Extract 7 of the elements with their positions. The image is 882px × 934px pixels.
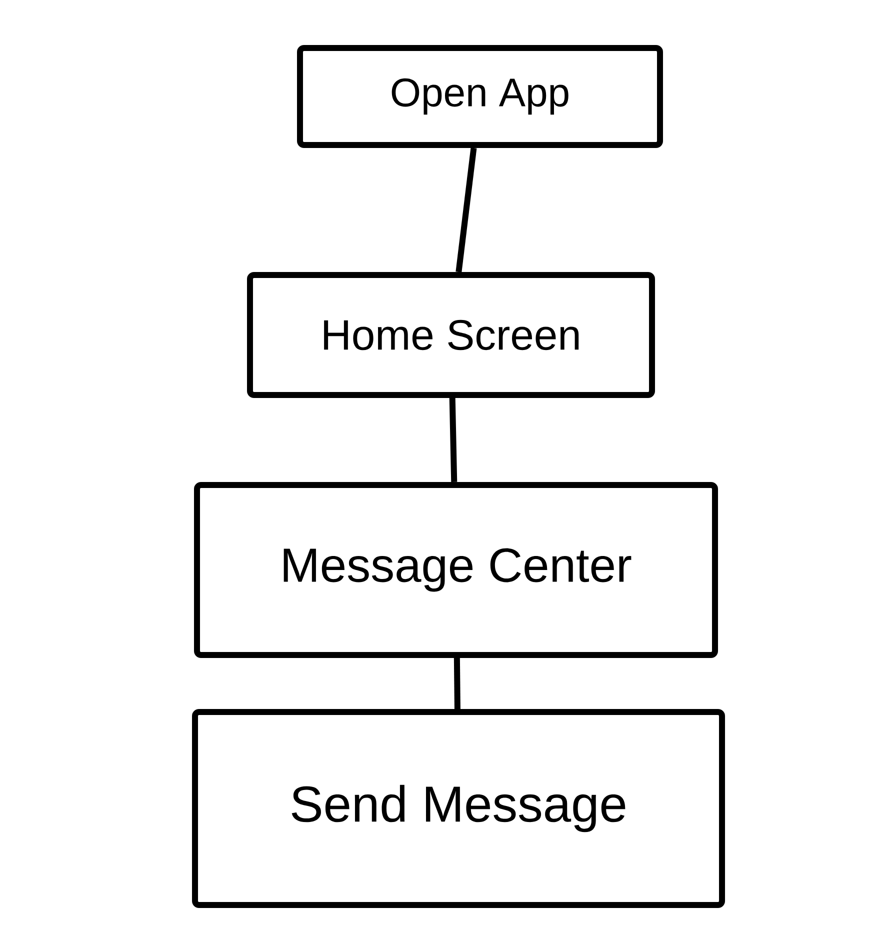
process-box: Home Screen <box>247 272 655 398</box>
process-box: Message Center <box>194 482 718 658</box>
connector-line <box>449 398 458 482</box>
connector-line <box>456 148 477 272</box>
connector-line <box>454 658 460 710</box>
process-box: Send Message <box>192 709 726 908</box>
process-box: Open App <box>297 45 663 148</box>
